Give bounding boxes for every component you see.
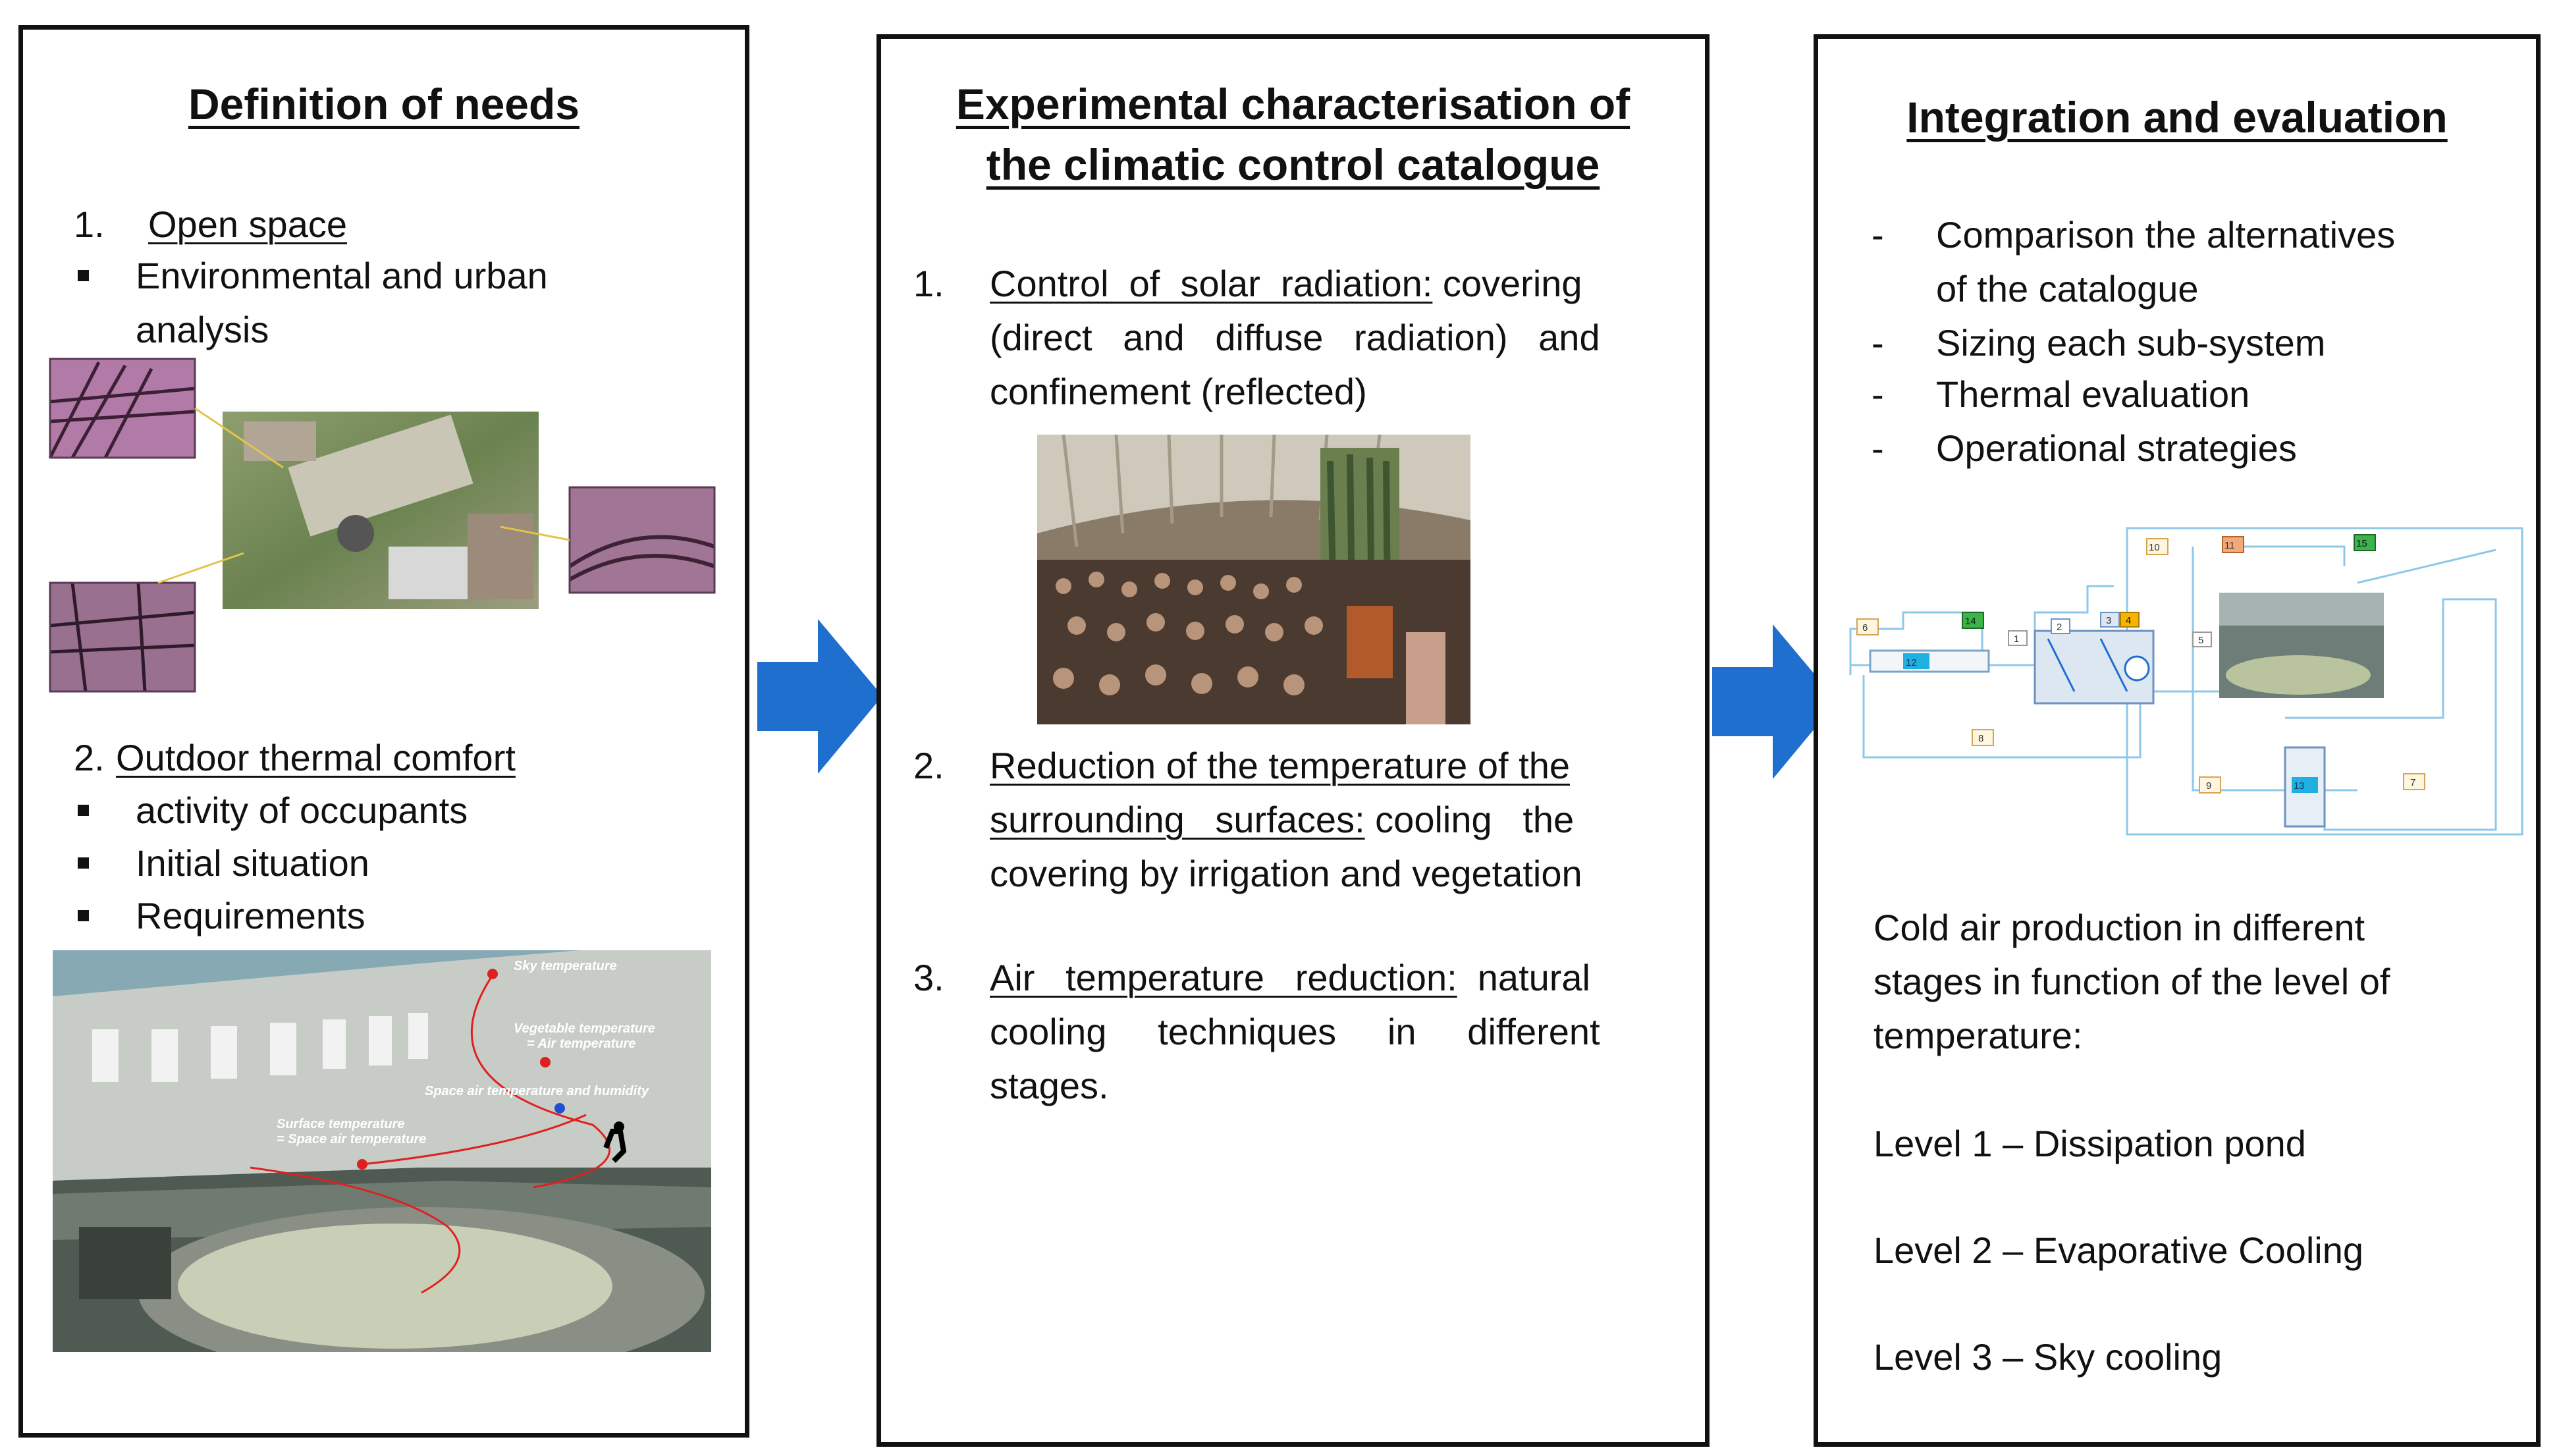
item2-bullet-1: activity of occupants bbox=[136, 790, 468, 831]
panel3-paragraph-line2: stages in function of the level of bbox=[1873, 961, 2390, 1002]
panel2-item1-line3: confinement (reflected) bbox=[990, 371, 1367, 412]
svg-text:12: 12 bbox=[1906, 657, 1917, 668]
panel2-item2-heading: surrounding surfaces: bbox=[990, 799, 1365, 840]
item1-number: 1. bbox=[74, 203, 105, 245]
bullet-square bbox=[78, 805, 89, 816]
svg-text:15: 15 bbox=[2356, 538, 2367, 549]
panel2-item1-line2: (direct and diffuse radiation) and bbox=[990, 317, 1600, 358]
svg-text:6: 6 bbox=[1862, 622, 1868, 634]
panel2-item3-number: 3. bbox=[913, 957, 944, 998]
panel2-item3-line1: Air temperature reduction: natural bbox=[990, 951, 1590, 1005]
open-space-photo-collage bbox=[48, 358, 716, 693]
svg-text:4: 4 bbox=[2126, 615, 2131, 626]
svg-text:Sky temperature: Sky temperature bbox=[514, 959, 617, 973]
item2-number: 2. bbox=[74, 737, 105, 778]
panel2-item2-line3: covering by irrigation and vegetation bbox=[990, 853, 1582, 894]
panel2-item2-text: cooling the bbox=[1364, 799, 1575, 840]
panel3-item-1-line1: Comparison the alternatives bbox=[1936, 214, 2396, 256]
panel-experimental-characterisation bbox=[876, 34, 1710, 1447]
panel2-item1-text: covering bbox=[1432, 263, 1582, 304]
svg-text:9: 9 bbox=[2206, 780, 2211, 792]
item1-bullet-line1: Environmental and urban bbox=[136, 255, 548, 296]
bullet-square bbox=[78, 270, 89, 281]
level-1-text: Level 1 – Dissipation pond bbox=[1873, 1123, 2306, 1164]
panel3-title: Integration and evaluation bbox=[1906, 93, 2448, 142]
panel2-item3-text: natural bbox=[1457, 957, 1590, 998]
panel3-item-2: Sizing each sub-system bbox=[1936, 322, 2326, 364]
svg-text:11: 11 bbox=[2224, 540, 2235, 551]
bullet-square bbox=[78, 857, 89, 869]
panel2-item2-number: 2. bbox=[913, 745, 944, 786]
panel2-item1-heading: Control of solar radiation: bbox=[990, 263, 1433, 304]
panel2-item2-line2: surrounding surfaces: cooling the bbox=[990, 793, 1574, 847]
svg-text:Surface temperature: Surface temperature bbox=[277, 1117, 405, 1131]
dash-marker: - bbox=[1872, 427, 1884, 469]
svg-text:1: 1 bbox=[2014, 634, 2019, 645]
auditorium-photo bbox=[1037, 435, 1470, 724]
svg-text:5: 5 bbox=[2198, 635, 2203, 646]
item2-bullet-2: Initial situation bbox=[136, 842, 369, 884]
panel2-title-line2: the climatic control catalogue bbox=[986, 140, 1600, 189]
item1-bullet-line2: analysis bbox=[136, 309, 269, 350]
item2-heading: Outdoor thermal comfort bbox=[116, 737, 516, 778]
panel3-item-1-line2: of the catalogue bbox=[1936, 268, 2199, 310]
dash-marker: - bbox=[1872, 214, 1884, 256]
panel2-title-line1: Experimental characterisation of bbox=[956, 80, 1630, 128]
panel2-item1-line1: Control of solar radiation: covering bbox=[990, 257, 1658, 311]
panel2-item3-heading: Air temperature reduction: bbox=[990, 957, 1457, 998]
panel2-item3-line3: stages. bbox=[990, 1065, 1109, 1106]
flow-arrow-2 bbox=[1712, 624, 1837, 779]
item2-bullet-3: Requirements bbox=[136, 895, 365, 936]
level-2-text: Level 2 – Evaporative Cooling bbox=[1873, 1229, 2364, 1271]
bullet-square bbox=[78, 910, 89, 921]
panel1-title: Definition of needs bbox=[188, 80, 579, 128]
svg-text:= Air temperature: = Air temperature bbox=[527, 1037, 635, 1051]
level-3-text: Level 3 – Sky cooling bbox=[1873, 1336, 2222, 1378]
thermal-comfort-render: Sky temperature Vegetable temperature = … bbox=[53, 950, 711, 1352]
panel2-item2-line1: Reduction of the temperature of the bbox=[990, 745, 1570, 786]
svg-text:10: 10 bbox=[2149, 542, 2160, 553]
svg-text:= Space air temperature: = Space air temperature bbox=[277, 1132, 426, 1146]
dash-marker: - bbox=[1872, 373, 1884, 415]
panel2-item3-line2: cooling techniques in different bbox=[990, 1011, 1600, 1052]
svg-text:Vegetable temperature: Vegetable temperature bbox=[514, 1021, 655, 1036]
svg-text:14: 14 bbox=[1965, 616, 1976, 627]
panel3-item-4: Operational strategies bbox=[1936, 427, 2297, 469]
item1-heading: Open space bbox=[148, 203, 347, 245]
svg-text:Space air temperature and humi: Space air temperature and humidity bbox=[425, 1084, 649, 1098]
svg-text:2: 2 bbox=[2057, 622, 2062, 633]
flow-arrow-1 bbox=[757, 619, 882, 774]
svg-text:7: 7 bbox=[2410, 777, 2415, 788]
svg-text:8: 8 bbox=[1978, 733, 1983, 744]
svg-text:3: 3 bbox=[2106, 615, 2111, 626]
svg-text:13: 13 bbox=[2294, 780, 2305, 792]
panel3-paragraph-line3: temperature: bbox=[1873, 1015, 2083, 1056]
panel2-item1-number: 1. bbox=[913, 263, 944, 304]
panel3-paragraph-line1: Cold air production in different bbox=[1873, 907, 2365, 948]
panel-integration-and-evaluation bbox=[1814, 34, 2541, 1447]
panel3-item-3: Thermal evaluation bbox=[1936, 373, 2250, 415]
dash-marker: - bbox=[1872, 322, 1884, 364]
cooling-system-schematic: 12 6 14 2 3 4 1 5 8 10 11 15 13 9 7 bbox=[1849, 527, 2523, 836]
